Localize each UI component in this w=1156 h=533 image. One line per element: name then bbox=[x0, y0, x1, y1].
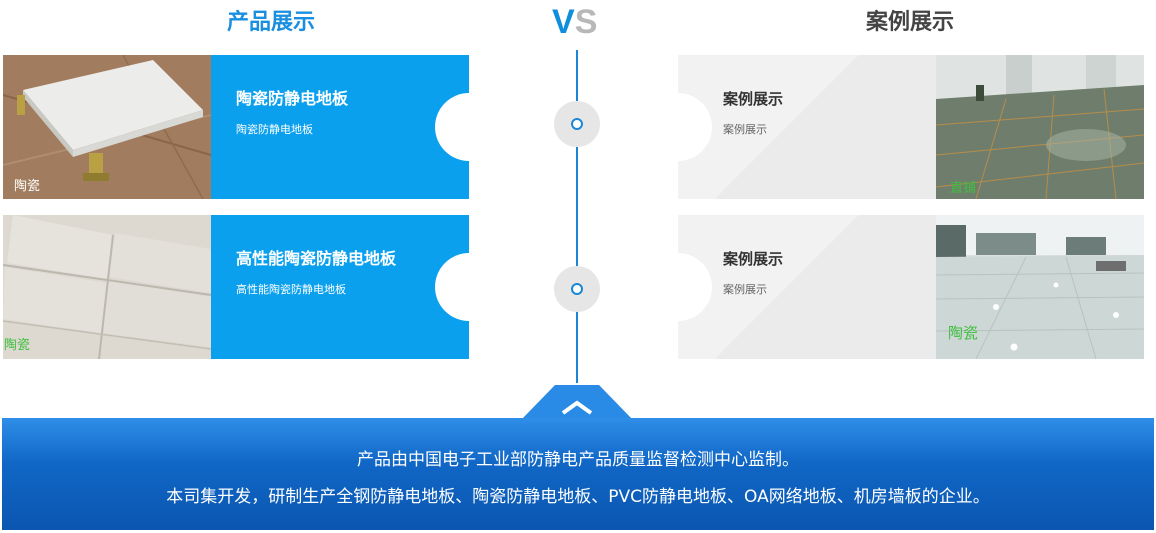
case-section-title: 案例展示 bbox=[866, 10, 955, 35]
product-subtitle-2: 高性能陶瓷防静电地板 bbox=[236, 283, 346, 296]
footer-line-1: 产品由中国电子工业部防静电产品质量监督检测中心监制。 bbox=[357, 450, 799, 470]
timeline-node-2 bbox=[554, 266, 600, 312]
ceramic-tiles-image bbox=[3, 215, 211, 359]
office-floor-image bbox=[936, 215, 1144, 359]
product-title-1: 陶瓷防静电地板 bbox=[236, 89, 349, 108]
case-panel-1[interactable]: 案例展示 案例展示 bbox=[678, 55, 936, 199]
circle-dot-icon bbox=[571, 283, 583, 295]
vs-logo: VS bbox=[552, 3, 597, 41]
case-photo-2[interactable]: 陶瓷 bbox=[936, 215, 1144, 359]
case-photo-tag-1: 直铺 bbox=[950, 181, 977, 196]
footer-line-2: 本司集开发，研制生产全钢防静电地板、陶瓷防静电地板、PVC防静电地板、OA网络地… bbox=[166, 487, 990, 507]
case-subtitle-1: 案例展示 bbox=[723, 123, 767, 136]
ceramic-floor-panel-image bbox=[3, 55, 211, 199]
case-subtitle-2: 案例展示 bbox=[723, 283, 767, 296]
footer-band bbox=[2, 418, 1154, 530]
case-photo-tag-2: 陶瓷 bbox=[948, 324, 979, 342]
circle-dot-icon bbox=[571, 118, 583, 130]
installed-floor-image bbox=[936, 55, 1144, 199]
product-title-2: 高性能陶瓷防静电地板 bbox=[236, 249, 397, 268]
product-photo-tag-1: 陶瓷 bbox=[14, 179, 41, 194]
panel-notch bbox=[435, 93, 469, 161]
vs-letter-s: S bbox=[574, 3, 598, 41]
product-photo-tag-2: 陶瓷 bbox=[4, 338, 31, 353]
vs-letter-v: V bbox=[552, 3, 575, 41]
product-panel-1[interactable]: 陶瓷防静电地板 陶瓷防静电地板 bbox=[211, 55, 469, 199]
product-subtitle-1: 陶瓷防静电地板 bbox=[236, 123, 313, 136]
product-photo-1[interactable]: 陶瓷 bbox=[3, 55, 211, 199]
case-panel-2[interactable]: 案例展示 案例展示 bbox=[678, 215, 936, 359]
case-title-2: 案例展示 bbox=[723, 250, 784, 268]
panel-notch bbox=[678, 93, 712, 161]
product-section-title: 产品展示 bbox=[227, 10, 316, 35]
product-panel-2[interactable]: 高性能陶瓷防静电地板 高性能陶瓷防静电地板 bbox=[211, 215, 469, 359]
panel-notch bbox=[435, 253, 469, 321]
timeline-node-1 bbox=[554, 101, 600, 147]
case-photo-1[interactable]: 直铺 bbox=[936, 55, 1144, 199]
panel-notch bbox=[678, 253, 712, 321]
timeline-line bbox=[576, 50, 578, 383]
band-toggle-tab[interactable] bbox=[521, 385, 633, 420]
chevron-up-icon bbox=[561, 400, 593, 415]
case-title-1: 案例展示 bbox=[723, 90, 784, 108]
product-photo-2[interactable]: 陶瓷 bbox=[3, 215, 211, 359]
